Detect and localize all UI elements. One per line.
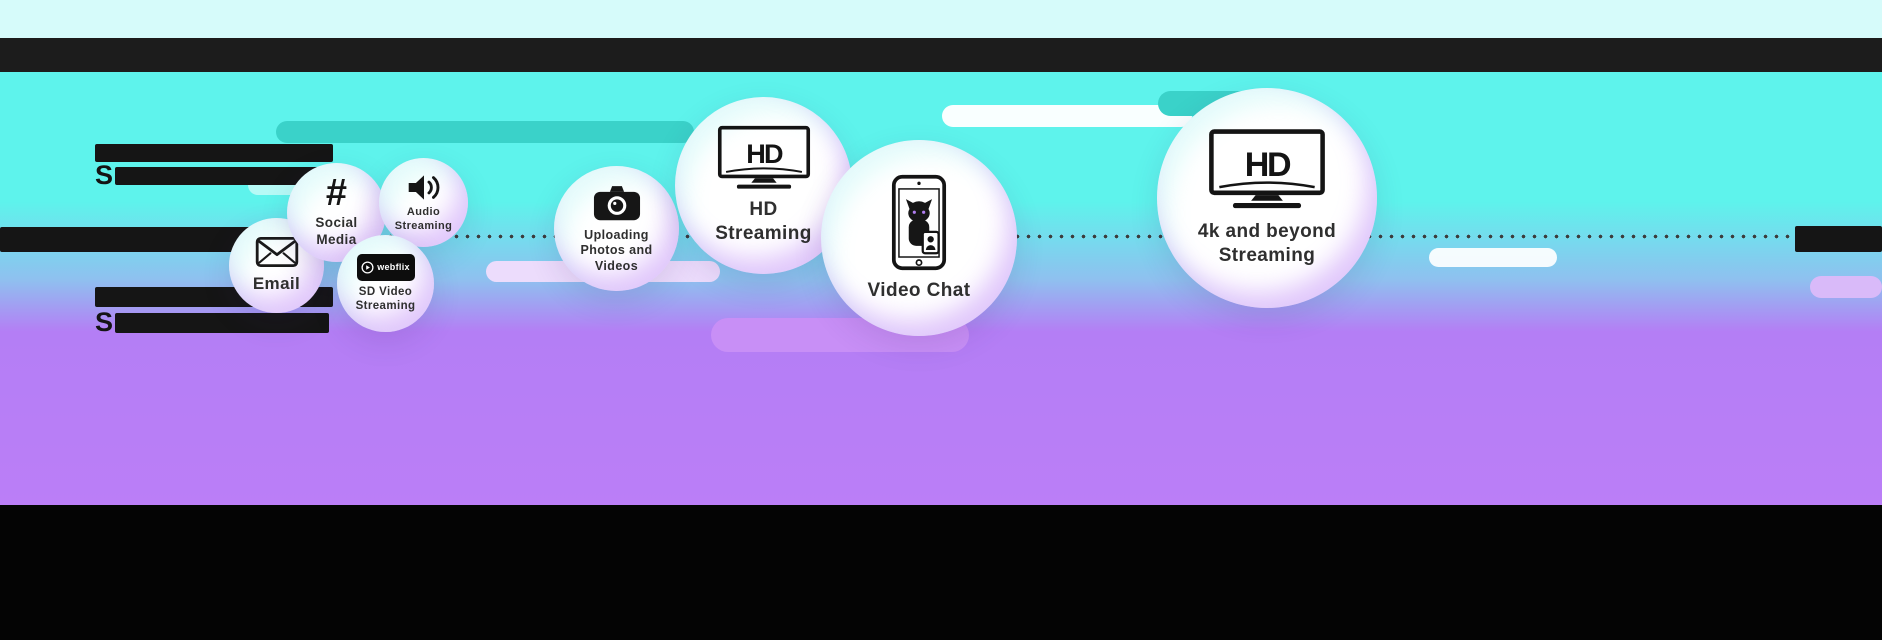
play-icon (361, 261, 374, 274)
envelope-icon (255, 236, 299, 268)
hd-tv-icon: HD (717, 125, 811, 190)
webflix-brand-text: webflix (377, 262, 410, 273)
bubble-label: 4k and beyond Streaming (1197, 221, 1337, 266)
redacted-text-bar (95, 144, 333, 162)
bubble-uploading-photos: Uploading Photos and Videos (554, 166, 679, 291)
redacted-text-bar (115, 166, 330, 185)
header-redacted-bar (0, 38, 1882, 72)
camera-icon (592, 183, 642, 222)
redacted-text-bar (1795, 226, 1882, 252)
webflix-screen-icon: webflix (356, 253, 415, 281)
hd-logo-text: HD (746, 138, 783, 169)
partial-letter: S (95, 160, 114, 190)
cloud-pill-white-small (1429, 248, 1557, 267)
hashtag-icon: # (325, 172, 348, 215)
cloud-pill-white (942, 105, 1192, 127)
bubble-label: SD Video Streaming (355, 285, 416, 312)
bubble-label: Video Chat (867, 279, 971, 301)
bubble-label: HD Streaming (715, 199, 812, 244)
redacted-text-bar (115, 312, 330, 333)
partial-letter: S (95, 307, 114, 337)
hd-tv-icon: HD (1208, 128, 1326, 210)
hd-logo-text: HD (1245, 146, 1291, 184)
bubble-audio-streaming: Audio Streaming (379, 158, 468, 247)
bubble-sd-video-streaming: webflix SD Video Streaming (337, 235, 434, 332)
redacted-text-line: S (95, 160, 330, 190)
speaker-icon (406, 172, 442, 203)
cloud-pill-teal (276, 121, 694, 143)
redacted-text-line: S (95, 307, 330, 337)
top-pale-strip (0, 0, 1882, 38)
cloud-pill-lavender-small (1810, 276, 1882, 298)
bubble-label: Audio Streaming (394, 205, 453, 232)
footer-black-band (0, 505, 1882, 640)
bubble-video-chat: Video Chat (821, 140, 1017, 336)
bubble-4k-streaming: HD 4k and beyond Streaming (1157, 88, 1377, 308)
video-chat-phone-icon (890, 174, 948, 271)
bubble-label: Social Media (315, 215, 358, 248)
bubble-label: Email (252, 274, 301, 294)
bubble-label: Uploading Photos and Videos (580, 227, 653, 273)
